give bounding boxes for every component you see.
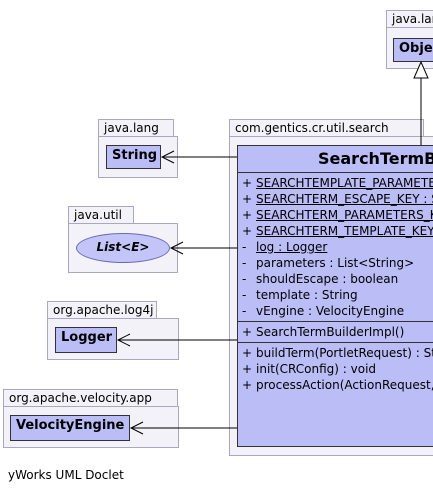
constructor-row: +SearchTermBuilderImpl() <box>242 325 405 339</box>
package-tab-java-util: java.util <box>68 206 134 224</box>
field-row: +SEARCHTERM_PARAMETERS_KEY : String <box>242 208 433 222</box>
package-tab-search: com.gentics.cr.util.search <box>229 119 424 137</box>
method-row: +processAction(ActionRequest, ActionResp… <box>242 378 433 392</box>
package-tab-java-lang-top: java.lang <box>386 10 433 28</box>
dependency-arrowhead-velocity <box>129 421 144 435</box>
field-row: +SEARCHTERM_ESCAPE_KEY : String <box>242 192 433 206</box>
field-row: +SEARCHTEMPLATE_PARAMETERS_KEY : String <box>242 176 433 190</box>
method-row: +init(CRConfig) : void <box>242 362 377 376</box>
class-title: SearchTermBuilderImpl <box>238 146 433 173</box>
dependency-arrowhead-logger <box>116 333 131 347</box>
fields-section: +SEARCHTEMPLATE_PARAMETERS_KEY : String … <box>238 173 433 322</box>
class-string[interactable]: String <box>106 145 161 169</box>
field-row: +SEARCHTERM_TEMPLATE_KEY : String <box>242 224 433 238</box>
package-tab-log4j: org.apache.log4j <box>47 301 157 319</box>
class-velocity-engine[interactable]: VelocityEngine <box>10 415 130 441</box>
package-tab-velocity: org.apache.velocity.app <box>3 389 178 407</box>
methods-section: +buildTerm(PortletRequest) : String +ini… <box>238 343 433 395</box>
field-row: -log : Logger <box>242 240 328 254</box>
dependency-arrowhead-string <box>160 150 175 164</box>
class-logger[interactable]: Logger <box>55 327 117 353</box>
class-object[interactable]: Object <box>393 38 433 62</box>
field-row: -vEngine : VelocityEngine <box>242 304 405 318</box>
field-row: -template : String <box>242 288 358 302</box>
method-row: +buildTerm(PortletRequest) : String <box>242 346 433 360</box>
package-tab-java-lang: java.lang <box>98 119 174 137</box>
dependency-arrowhead-list <box>169 241 184 255</box>
field-row: -parameters : List<String> <box>242 256 415 270</box>
constructors-section: +SearchTermBuilderImpl() <box>238 322 433 343</box>
field-row: -shouldEscape : boolean <box>242 272 399 286</box>
interface-list[interactable]: List<E> <box>76 233 170 263</box>
class-search-term-builder-impl[interactable]: SearchTermBuilderImpl +SEARCHTEMPLATE_PA… <box>237 145 433 447</box>
generalization-arrowhead <box>413 60 429 79</box>
footer-text: yWorks UML Doclet <box>8 468 124 482</box>
